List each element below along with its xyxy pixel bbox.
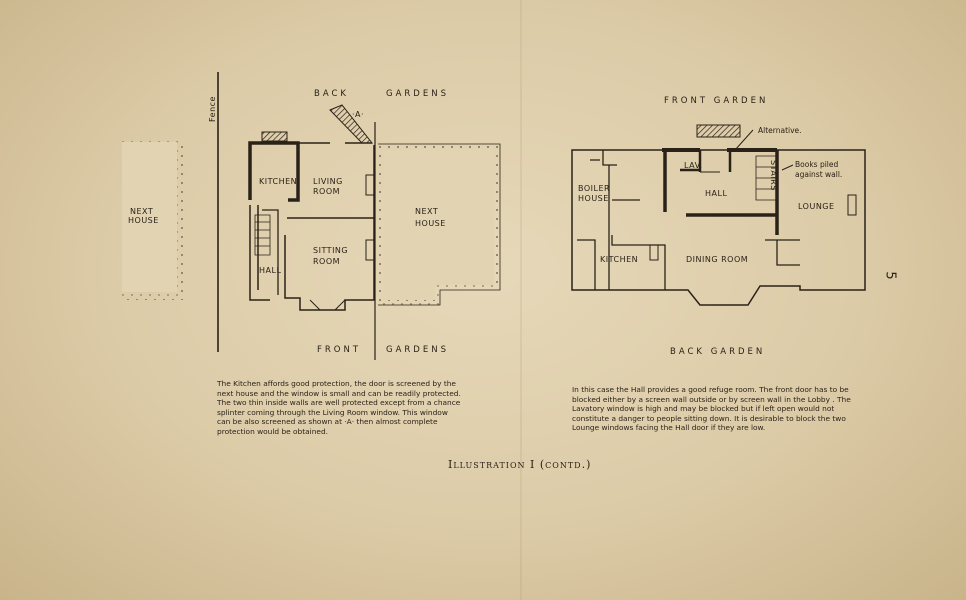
page-number: 5 (882, 271, 898, 280)
front-garden-label: FRONT GARDEN (664, 96, 768, 106)
boiler-house-label-2: HOUSE (578, 194, 609, 203)
right-plan-walls (571, 148, 866, 306)
next-house-right-label-1: NEXT (415, 207, 438, 216)
back-label: BACK (314, 89, 349, 99)
caption-left: The Kitchen affords good protection, the… (217, 379, 461, 436)
front-gardens-label: GARDENS (386, 345, 449, 355)
lounge-label: LOUNGE (798, 202, 835, 211)
kitchen-shelter (261, 131, 288, 142)
alternative-screen (696, 124, 741, 138)
screen-a (329, 104, 374, 144)
kitchen-label: KITCHEN (259, 177, 297, 186)
books-label-2: against wall. (795, 170, 842, 179)
dining-room-label: DINING ROOM (686, 255, 748, 264)
front-label: FRONT (317, 345, 361, 355)
sitting-room-label-2: ROOM (313, 257, 340, 266)
gardens-label: GARDENS (386, 89, 449, 99)
kitchen-label-right: KITCHEN (600, 255, 638, 264)
stairs-label: STAIRS (769, 160, 778, 191)
left-plan-walls (248, 141, 375, 311)
page-fold (520, 0, 522, 600)
fence-label: Fence (208, 96, 217, 122)
living-room-label-1: LIVING (313, 177, 343, 186)
living-room-label-2: ROOM (313, 187, 340, 196)
alternative-label: Alternative. (758, 126, 802, 135)
illustration-title: Illustration I (contd.) (448, 458, 592, 471)
next-house-left-label-2: HOUSE (128, 216, 159, 225)
right-floor-plan: FRONT GARDEN BACK GARDEN Alternative. Bo… (571, 96, 866, 357)
next-house-right-label-2: HOUSE (415, 219, 446, 228)
books-label-1: Books piled (795, 160, 838, 169)
left-floor-plan: NEXT HOUSE Fence BACK GARDENS FRONT GARD… (120, 72, 501, 360)
next-house-left-label-1: NEXT (130, 207, 153, 216)
caption-right: In this case the Hall provides a good re… (572, 385, 851, 433)
sitting-room-label-1: SITTING (313, 246, 348, 255)
boiler-house-label-1: BOILER (578, 184, 610, 193)
back-garden-label: BACK GARDEN (670, 347, 765, 357)
hall-label: HALL (259, 266, 281, 275)
lav-label: LAV. (684, 161, 703, 170)
hall-label-right: HALL (705, 189, 727, 198)
marker-a: ·A· (352, 110, 364, 119)
